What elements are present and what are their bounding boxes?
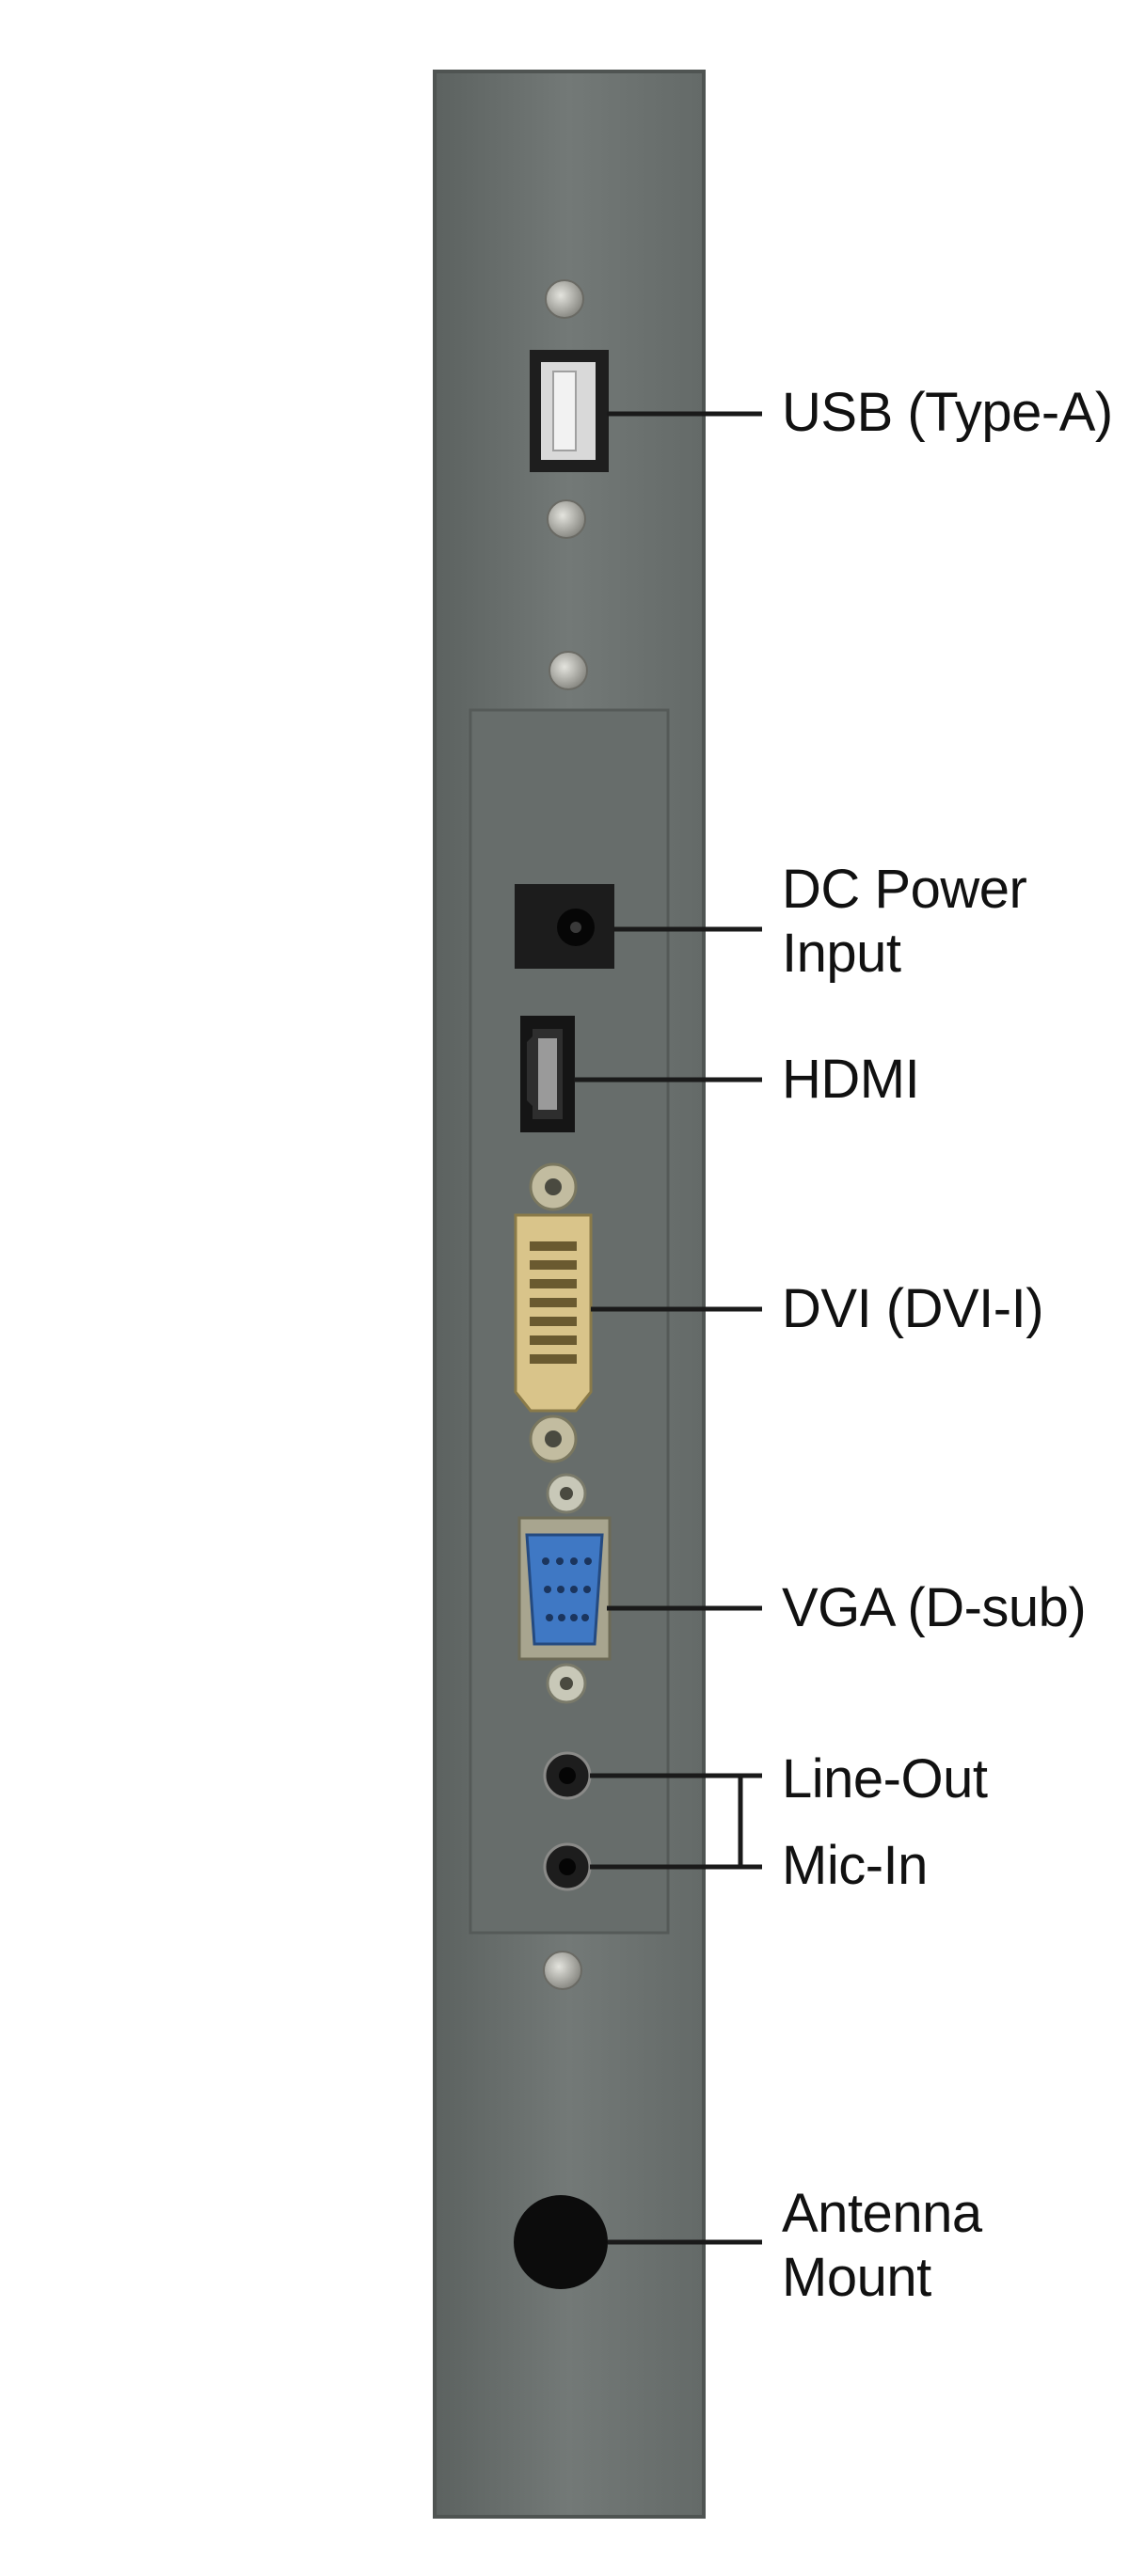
label-dc-power: DC Power Input <box>782 858 1027 986</box>
usb-port <box>530 350 609 472</box>
label-line-out: Line-Out <box>782 1747 988 1811</box>
label-antenna-line-2: Mount <box>782 2247 931 2308</box>
vga-port <box>517 1473 612 1704</box>
label-usb-line-1: USB (Type-A) <box>782 382 1113 443</box>
label-vga-line-1: VGA (D-sub) <box>782 1577 1087 1638</box>
label-dc-line-1: DC Power <box>782 859 1027 920</box>
label-mic-in: Mic-In <box>782 1834 928 1898</box>
hdmi-port <box>520 1016 575 1132</box>
label-hdmi-line-1: HDMI <box>782 1049 920 1110</box>
screw-3 <box>549 651 588 690</box>
screw-4 <box>543 1951 582 1990</box>
leader-lines <box>574 411 762 2245</box>
label-lineout-line-1: Line-Out <box>782 1748 988 1810</box>
label-dvi-line-1: DVI (DVI-I) <box>782 1278 1044 1339</box>
label-dc-line-2: Input <box>782 923 901 984</box>
antenna-mount-hole <box>514 2195 608 2289</box>
dvi-port <box>514 1162 593 1463</box>
dc-power-jack <box>515 884 614 969</box>
label-antenna-line-1: Antenna <box>782 2183 982 2244</box>
label-micin-line-1: Mic-In <box>782 1835 928 1896</box>
label-dvi: DVI (DVI-I) <box>782 1277 1044 1341</box>
label-vga: VGA (D-sub) <box>782 1576 1087 1640</box>
screw-1 <box>545 279 584 319</box>
mic-in-jack <box>543 1842 592 1891</box>
label-antenna: Antenna Mount <box>782 2182 982 2310</box>
line-out-jack <box>543 1751 592 1800</box>
label-usb: USB (Type-A) <box>782 381 1113 445</box>
label-hdmi: HDMI <box>782 1048 920 1112</box>
screw-2 <box>547 499 586 539</box>
